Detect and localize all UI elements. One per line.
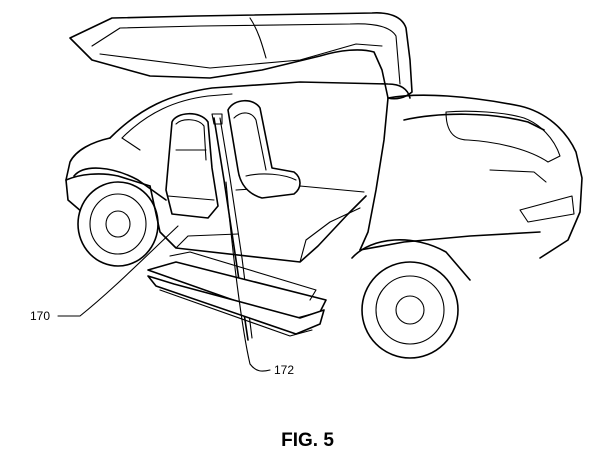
- reference-label-172: 172: [274, 363, 294, 377]
- front-wheel: [73, 167, 167, 267]
- rear-wheel: [351, 239, 471, 359]
- figure-caption: FIG. 5: [281, 430, 334, 451]
- gullwing-door: [69, 12, 413, 100]
- leader-line-170: [57, 225, 179, 317]
- front-seat: [165, 112, 219, 219]
- rear-seat: [227, 99, 301, 199]
- reference-label-170: 170: [30, 309, 50, 323]
- running-board-steps: [147, 251, 327, 337]
- leader-line-172: [225, 181, 271, 372]
